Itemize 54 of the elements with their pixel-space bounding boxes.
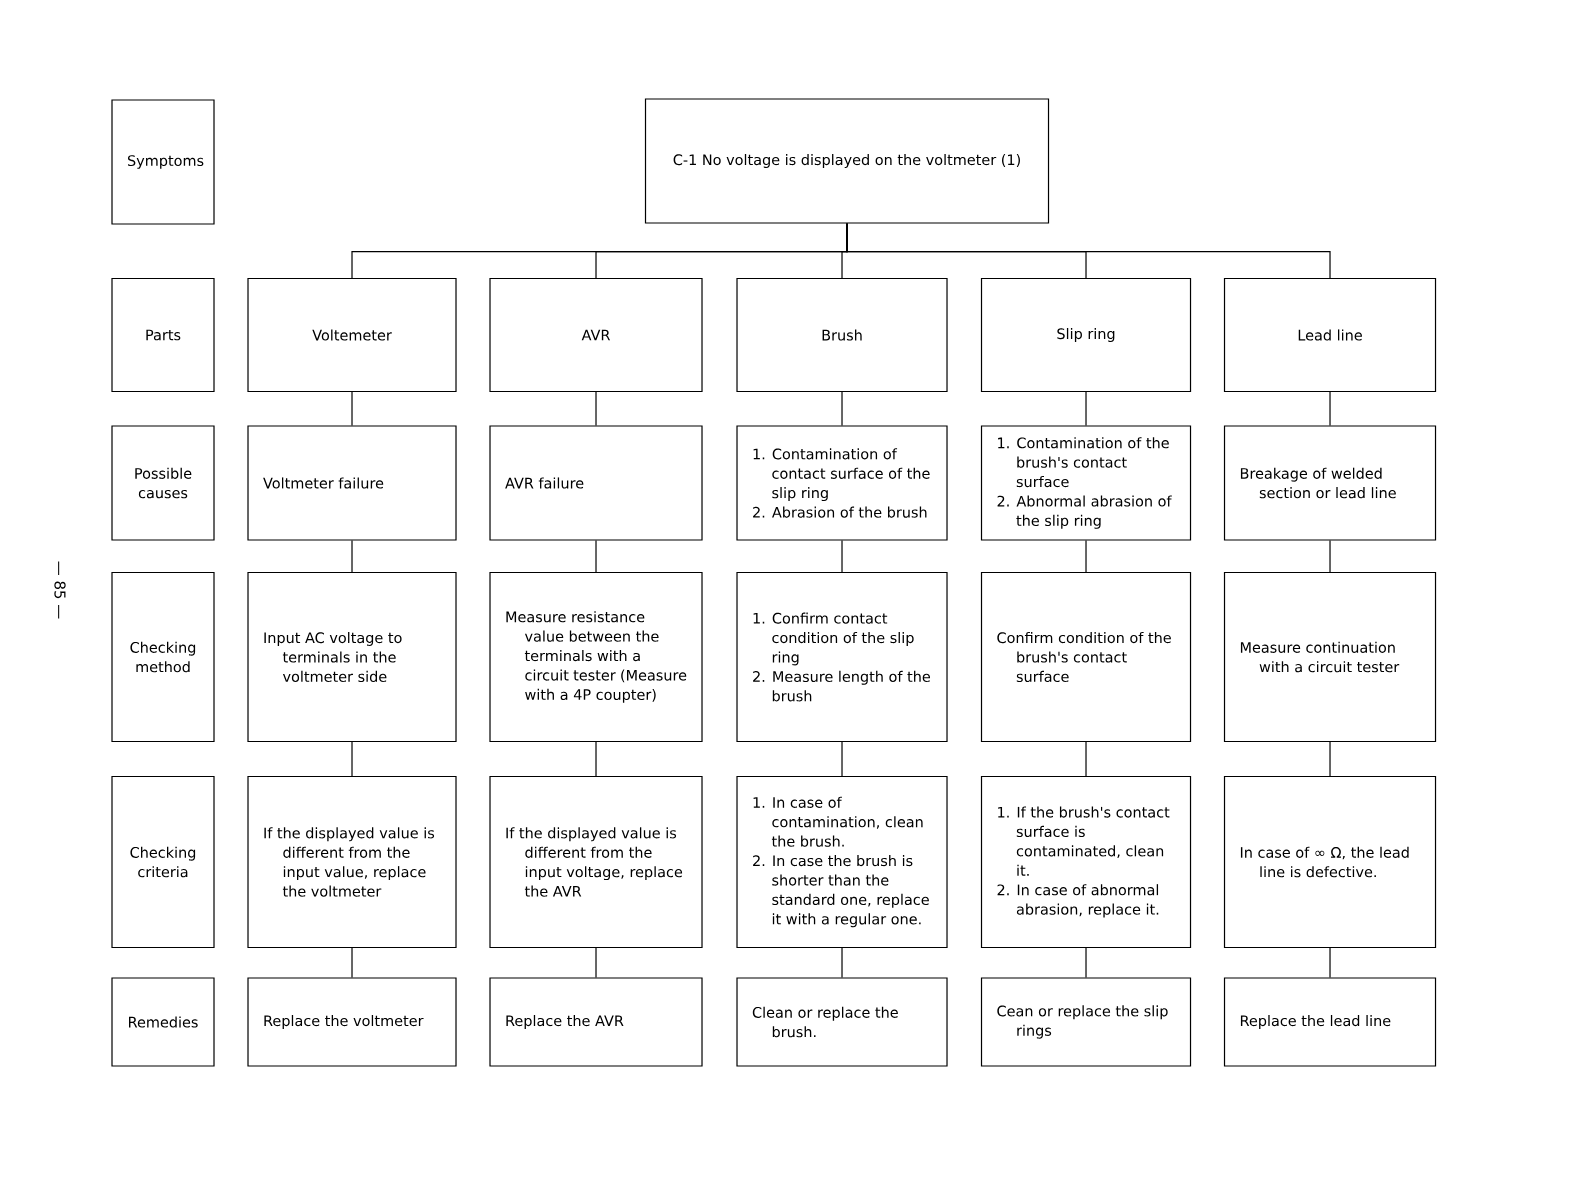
connector-line [1329,540,1331,573]
text-box: 1. Contamination of the brush's contact surface 2. Abnormal abrasion of the slip ring [980,425,1192,541]
connector-line [1329,947,1331,978]
connector-line [595,391,597,426]
text-box: Checking method [111,571,215,743]
connector-line [595,540,597,573]
text-box: Confirm condition of the brush's contact surface [980,571,1192,743]
text-box: Voltmeter failure [247,425,457,541]
text-box: AVR [489,277,703,393]
connector-line [846,223,1331,279]
text-box: In case of ∞ Ω, the lead line is defective. [1223,775,1437,949]
connector-line [595,947,597,978]
connector-line [841,947,843,978]
connector-line [1085,540,1087,573]
text-box: Replace the lead line [1223,977,1437,1067]
connector-line [841,391,843,426]
text-box: Slip ring [980,277,1192,393]
text-box: Cean or replace the slip rings [980,977,1192,1067]
connector-line [1085,947,1087,978]
page-number: — 85 — [54,561,66,619]
connector-line [1329,741,1331,777]
text-box: 1. In case of contamination, clean the brush. 2. In case the brush is shorter than the standard one, replace it with a regular one. [736,775,948,949]
text-box: Replace the AVR [489,977,703,1067]
text-box: 1. If the brush's contact surface is contaminated, clean it. 2. In case of abnormal abrasion, replace it. [980,775,1192,949]
text-box: Possible causes [111,425,215,541]
text-box: Measure resistance value between the terminals with a circuit tester (Measure with a 4P coupter) [489,571,703,743]
text-box: Clean or replace the brush. [736,977,948,1067]
connector-line [841,741,843,777]
connector-line [351,540,353,573]
connector-line [1085,741,1087,777]
text-box: Symptoms [111,99,215,225]
text-box: Brush [736,277,948,393]
text-box: C-1 No voltage is displayed on the voltmeter (1) [644,98,1050,224]
text-box: If the displayed value is different from the input value, replace the voltmeter [247,775,457,949]
connector-line [841,540,843,573]
text-box: Remedies [111,977,215,1067]
text-box: Measure continuation with a circuit tester [1223,571,1437,743]
text-box: Breakage of welded section or lead line [1223,425,1437,541]
text-box: If the displayed value is different from the input voltage, replace the AVR [489,775,703,949]
text-box: Lead line [1223,277,1437,393]
connector-line [1329,391,1331,426]
connector-line [351,391,353,426]
text-box: Replace the voltmeter [247,977,457,1067]
text-box: 1. Confirm contact condition of the slip ring 2. Measure length of the brush [736,571,948,743]
text-box: AVR failure [489,425,703,541]
connector-line [595,741,597,777]
connector-line [351,947,353,978]
text-box: Voltemeter [247,277,457,393]
connector-line [351,741,353,777]
text-box: Input AC voltage to terminals in the voltmeter side [247,571,457,743]
text-box: Parts [111,277,215,393]
connector-line [1085,391,1087,426]
text-box: 1. Contamination of contact surface of the slip ring 2. Abrasion of the brush [736,425,948,541]
text-box: Checking criteria [111,775,215,949]
